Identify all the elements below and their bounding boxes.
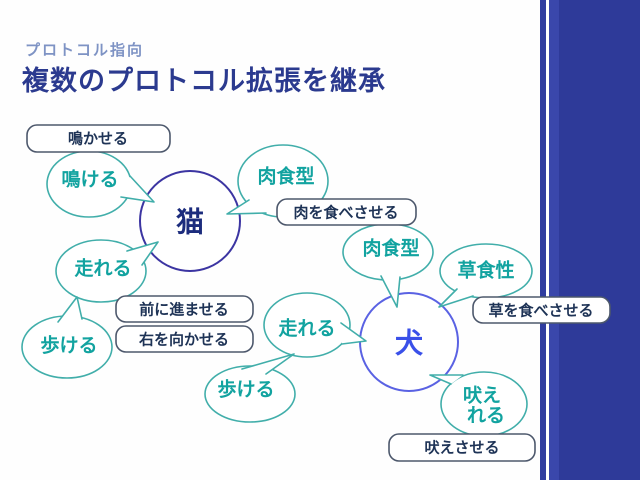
- bubble-label-hoereru-dog-line1: 吠え: [463, 385, 501, 407]
- dog-node-label: 犬: [395, 328, 423, 359]
- tail-nakeru-to-cat: [120, 175, 155, 203]
- accent-band: [549, 0, 640, 480]
- method-box-mae-susumaseru: [115, 295, 254, 323]
- bubble-label-hashireru-cat: 走れる: [74, 258, 131, 280]
- bubble-label-nikushoku-dog: 肉食型: [362, 237, 419, 260]
- tail-hashireru-to-cat: [126, 241, 159, 266]
- tail-arukeru-to-hashireru-dog: [241, 353, 295, 375]
- method-label-kusa-tabesaseru: 草を食べさせる: [488, 302, 593, 320]
- method-label-migi-mukaseru: 右を向かせる: [139, 331, 229, 349]
- bubble-label-arukeru-cat: 歩ける: [40, 334, 97, 357]
- tail-nikushoku-to-dog: [380, 275, 401, 308]
- bubble-label-hashireru-dog: 走れる: [278, 318, 335, 340]
- method-box-kusa-tabesaseru: [472, 296, 611, 324]
- slide-title: 複数のプロトコル拡張を継承: [22, 66, 386, 96]
- tail-hashireru-to-dog: [340, 322, 367, 345]
- bubble-label-hoereru-dog-line2: れる: [467, 405, 505, 427]
- bubble-label-nikushoku-cat: 肉食型: [257, 165, 314, 188]
- bubble-label-arukeru-dog: 歩ける: [217, 378, 274, 401]
- method-label-hoesaseru: 吠えさせる: [424, 440, 499, 457]
- tail-arukeru-to-hashireru-cat: [57, 296, 83, 323]
- method-label-nakaseru: 鳴かせる: [68, 130, 128, 148]
- cat-node-label: 猫: [176, 207, 204, 238]
- method-label-niku-tabesaseru: 肉を食べさせる: [293, 204, 398, 222]
- method-box-hoesaseru: [388, 433, 536, 462]
- bubble-label-nakeru-cat: 鳴ける: [61, 168, 118, 191]
- bubble-hashireru-cat: [55, 239, 147, 303]
- bubble-hashireru-dog: [263, 292, 351, 358]
- tail-soushoku-to-dog: [438, 288, 474, 308]
- cat-node-circle: [139, 170, 241, 272]
- method-label-mae-susumaseru: 前に進ませる: [139, 301, 229, 319]
- bubble-label-soushoku-dog: 草食性: [457, 259, 514, 282]
- slide-kicker: プロトコル指向: [25, 42, 145, 59]
- method-box-niku-tabesaseru: [276, 198, 417, 226]
- accent-band-thin-stripe: [540, 0, 546, 480]
- accent-band-light-stripe: [549, 0, 559, 480]
- tail-nikushoku-to-cat: [226, 199, 267, 215]
- method-box-nakaseru: [26, 124, 171, 153]
- tail-hoereru-to-dog: [429, 374, 464, 385]
- method-box-migi-mukaseru: [115, 325, 254, 353]
